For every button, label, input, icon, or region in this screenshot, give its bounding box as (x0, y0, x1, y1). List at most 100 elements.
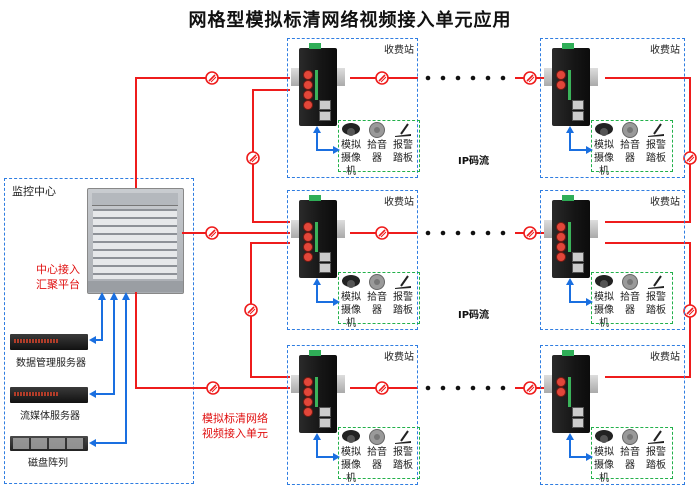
fiber-optic-icon (523, 71, 537, 85)
peripheral-label: 拾音器 (367, 447, 387, 471)
fiber-port (303, 377, 313, 387)
fiber-optic-icon (375, 71, 389, 85)
pickup-microphone-icon (620, 429, 640, 445)
peripheral-label: 拾音器 (367, 140, 387, 164)
toll-station-label: 收费站 (384, 197, 414, 208)
pickup-microphone-icon (367, 274, 387, 290)
peripheral-label: 拾音器 (620, 447, 640, 471)
disk-array (10, 436, 88, 451)
din-rail (590, 375, 598, 393)
fiber-port (556, 80, 566, 90)
ethernet-port (572, 418, 584, 428)
fiber-port (556, 222, 566, 232)
fiber-optic-icon (683, 304, 697, 318)
din-rail (337, 68, 345, 86)
toll-station-label: 收费站 (650, 352, 680, 363)
alarm-pedal-icon (393, 122, 413, 138)
din-rail (544, 220, 552, 238)
toll-station-box (540, 190, 685, 330)
fiber-optic-icon (375, 226, 389, 240)
fiber-icons (205, 71, 697, 395)
toll-station-box (287, 345, 418, 485)
ethernet-port (319, 252, 331, 262)
fiber-port (303, 70, 313, 80)
fiber-port (303, 242, 313, 252)
din-rail (291, 68, 299, 86)
fiber-port (556, 242, 566, 252)
pickup-microphone-icon (367, 429, 387, 445)
monitoring-center-box (4, 178, 194, 484)
toll-station-label: 收费站 (650, 197, 680, 208)
din-rail (544, 375, 552, 393)
peripheral-label: 拾音器 (367, 292, 387, 316)
pickup-microphone-icon (620, 122, 640, 138)
ethernet-port (572, 100, 584, 110)
fiber-link-center-row1 (135, 77, 290, 188)
toll-station-label: 收费站 (650, 45, 680, 56)
peripheral-label: 报警踏板 (393, 292, 413, 316)
fiber-port (303, 90, 313, 100)
ethernet-arrow-icon (311, 433, 341, 473)
pickup-microphone-icon (367, 122, 387, 138)
toll-station-label: 收费站 (384, 45, 414, 56)
diagram-title: 网格型模拟标清网络视频接入单元应用 (188, 10, 512, 31)
switch-line-cards (93, 209, 177, 279)
alarm-pedal-icon (393, 429, 413, 445)
pickup-microphone-icon (620, 274, 640, 290)
video-access-unit (552, 195, 590, 278)
dome-camera-icon (594, 122, 614, 138)
peripheral-devices-box (338, 272, 420, 324)
din-rail (590, 68, 598, 86)
alarm-pedal-icon (393, 274, 413, 290)
peripheral-label: 拾音器 (620, 140, 640, 164)
ethernet-port (572, 263, 584, 273)
video-access-unit (552, 350, 590, 433)
ethernet-port (319, 100, 331, 110)
dome-camera-icon (341, 429, 361, 445)
fiber-optic-icon (205, 226, 219, 240)
peripheral-label: 模拟摄像机 (341, 447, 361, 484)
peripheral-devices-box (591, 427, 673, 479)
toll-station-box (287, 190, 418, 330)
ip-stream-label-1: IP码流 (458, 156, 490, 167)
fiber-port (303, 80, 313, 90)
peripheral-label: 报警踏板 (646, 140, 666, 164)
peripheral-devices-box (338, 427, 420, 479)
disk-array-label: 磁盘阵列 (28, 458, 68, 469)
fiber-port (556, 70, 566, 80)
fiber-port (556, 387, 566, 397)
data-management-server (10, 334, 88, 350)
peripheral-devices-box (591, 272, 673, 324)
peripheral-label: 报警踏板 (646, 447, 666, 471)
ethernet-link-disk-array (94, 296, 127, 444)
monitoring-center-label: 监控中心 (12, 185, 56, 198)
fiber-port (556, 377, 566, 387)
fiber-optic-icon (523, 381, 537, 395)
ethernet-arrow-icon (311, 278, 341, 318)
fiber-port (303, 387, 313, 397)
peripheral-label: 模拟摄像机 (594, 140, 614, 177)
access-unit-label: 模拟标清网络 视频接入单元 (202, 412, 268, 440)
din-rail (291, 375, 299, 393)
dome-camera-icon (341, 122, 361, 138)
toll-station-box (540, 38, 685, 178)
ethernet-arrow-icon (564, 433, 594, 473)
dome-camera-icon (594, 274, 614, 290)
peripheral-label: 报警踏板 (393, 140, 413, 164)
dome-camera-icon (594, 429, 614, 445)
peripheral-label: 模拟摄像机 (341, 140, 361, 177)
ethernet-arrow-icon (564, 126, 594, 166)
ethernet-port (319, 418, 331, 428)
core-platform-label: 中心接入 汇聚平台 (36, 263, 80, 291)
ethernet-link-stream-server (94, 296, 115, 395)
ethernet-arrow-icon (564, 278, 594, 318)
data-management-server-label: 数据管理服务器 (16, 358, 86, 369)
din-rail (337, 220, 345, 238)
alarm-pedal-icon (646, 429, 666, 445)
fiber-port (303, 397, 313, 407)
fiber-optic-icon (246, 151, 260, 165)
fiber-optic-icon (683, 151, 697, 165)
fiber-optic-icon (523, 226, 537, 240)
video-access-unit (299, 350, 337, 433)
